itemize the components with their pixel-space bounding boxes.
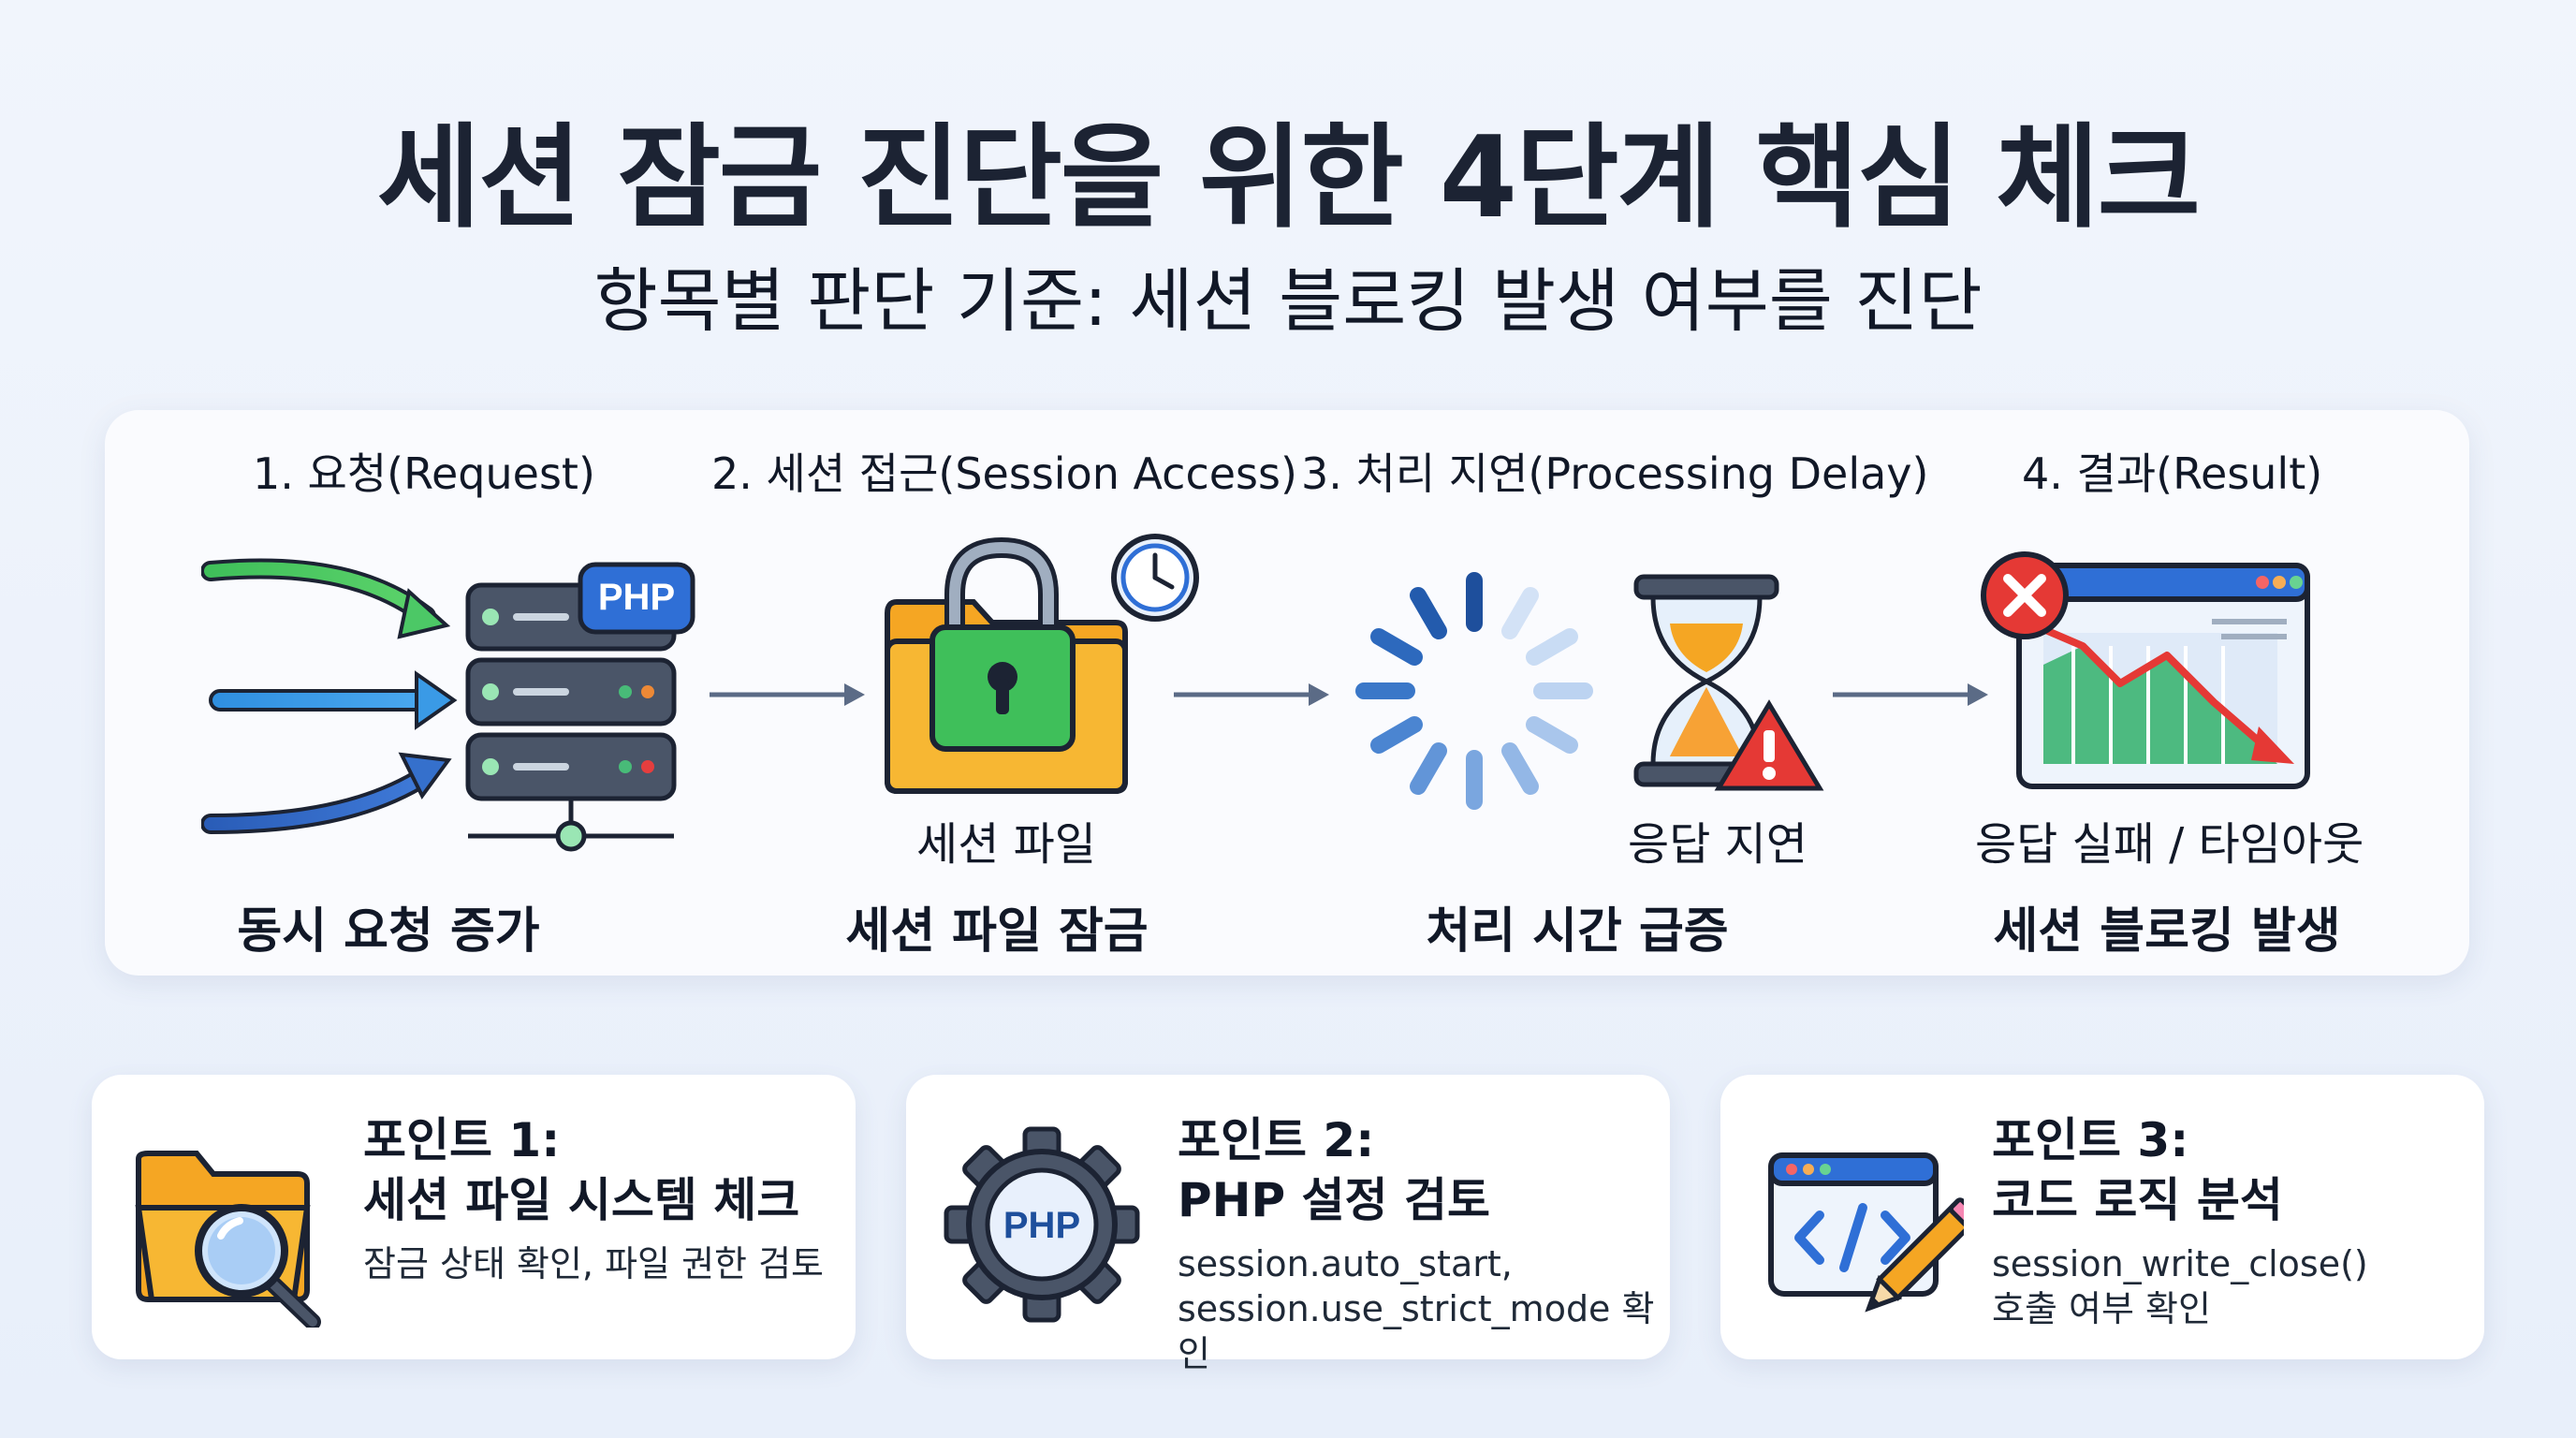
- card-3-desc-line1: session_write_close(): [1992, 1243, 2368, 1284]
- flow-arrow-3: [1833, 683, 1988, 706]
- loading-spinner-icon: [1353, 569, 1596, 813]
- point-card-1: 포인트 1: 세션 파일 시스템 체크 잠금 상태 확인, 파일 권한 검토: [92, 1075, 856, 1359]
- card-1-title-line1: 포인트 1:: [363, 1113, 561, 1167]
- step-2-heading: 2. 세션 접근(Session Access): [711, 448, 1297, 499]
- card-2-desc-line1: session.auto_start,: [1178, 1243, 1513, 1284]
- card-3-title-line2: 코드 로직 분석: [1992, 1173, 2283, 1227]
- step-4-heading: 4. 결과(Result): [2022, 448, 2323, 499]
- card-3-desc-line2: 호출 여부 확인: [1992, 1288, 2211, 1329]
- card-1-title-line2: 세션 파일 시스템 체크: [363, 1173, 800, 1227]
- page-title: 세션 잠금 진단을 위한 4단계 핵심 체크: [376, 113, 2201, 243]
- code-edit-icon: [1758, 1122, 1980, 1318]
- failed-chart-icon: [1980, 543, 2317, 796]
- step-3-caption: 처리 시간 급증: [1426, 903, 1729, 960]
- step-4-caption: 세션 블로킹 발생: [1993, 903, 2341, 960]
- card-2-title-line1: 포인트 2:: [1178, 1113, 1375, 1167]
- point-card-2: PHP 포인트 2: PHP 설정 검토 session.auto_start,…: [906, 1075, 1670, 1374]
- flow-arrow-1: [710, 683, 865, 706]
- hourglass-icon: [1629, 571, 1825, 796]
- card-2-desc: session.auto_start, session.use_strict_m…: [1178, 1241, 1655, 1376]
- card-2-title-line2: PHP 설정 검토: [1178, 1173, 1490, 1227]
- folder-search-icon: [129, 1122, 321, 1330]
- card-2-desc-line2: session.use_strict_mode 확인: [1178, 1288, 1655, 1374]
- step-3-heading: 3. 처리 지연(Processing Delay): [1301, 448, 1929, 499]
- step-1-caption: 동시 요청 증가: [237, 903, 540, 960]
- locked-folder-icon: [880, 529, 1208, 800]
- php-badge: PHP: [598, 577, 675, 618]
- card-3-title-line1: 포인트 3:: [1992, 1113, 2189, 1167]
- page-subtitle: 항목별 판단 기준: 세션 블로킹 발생 여부를 진단: [593, 261, 1983, 342]
- card-1-desc: 잠금 상태 확인, 파일 권한 검토: [363, 1243, 824, 1284]
- point-card-3: 포인트 3: 코드 로직 분석 session_write_close() 호출…: [1720, 1075, 2484, 1359]
- card-2-php-badge: PHP: [1003, 1205, 1080, 1246]
- step-1-heading: 1. 요청(Request): [253, 448, 595, 499]
- card-3-desc: session_write_close() 호출 여부 확인: [1992, 1241, 2469, 1331]
- step-2-label: 세션 파일: [916, 818, 1096, 871]
- step-4-label: 응답 실패 / 타임아웃: [1975, 818, 2364, 871]
- step-3-label: 응답 지연: [1628, 818, 1808, 871]
- step-2-caption: 세션 파일 잠금: [845, 903, 1149, 960]
- flow-arrow-2: [1174, 683, 1329, 706]
- php-gear-icon: PHP: [944, 1122, 1140, 1323]
- server-icon: PHP: [200, 543, 707, 852]
